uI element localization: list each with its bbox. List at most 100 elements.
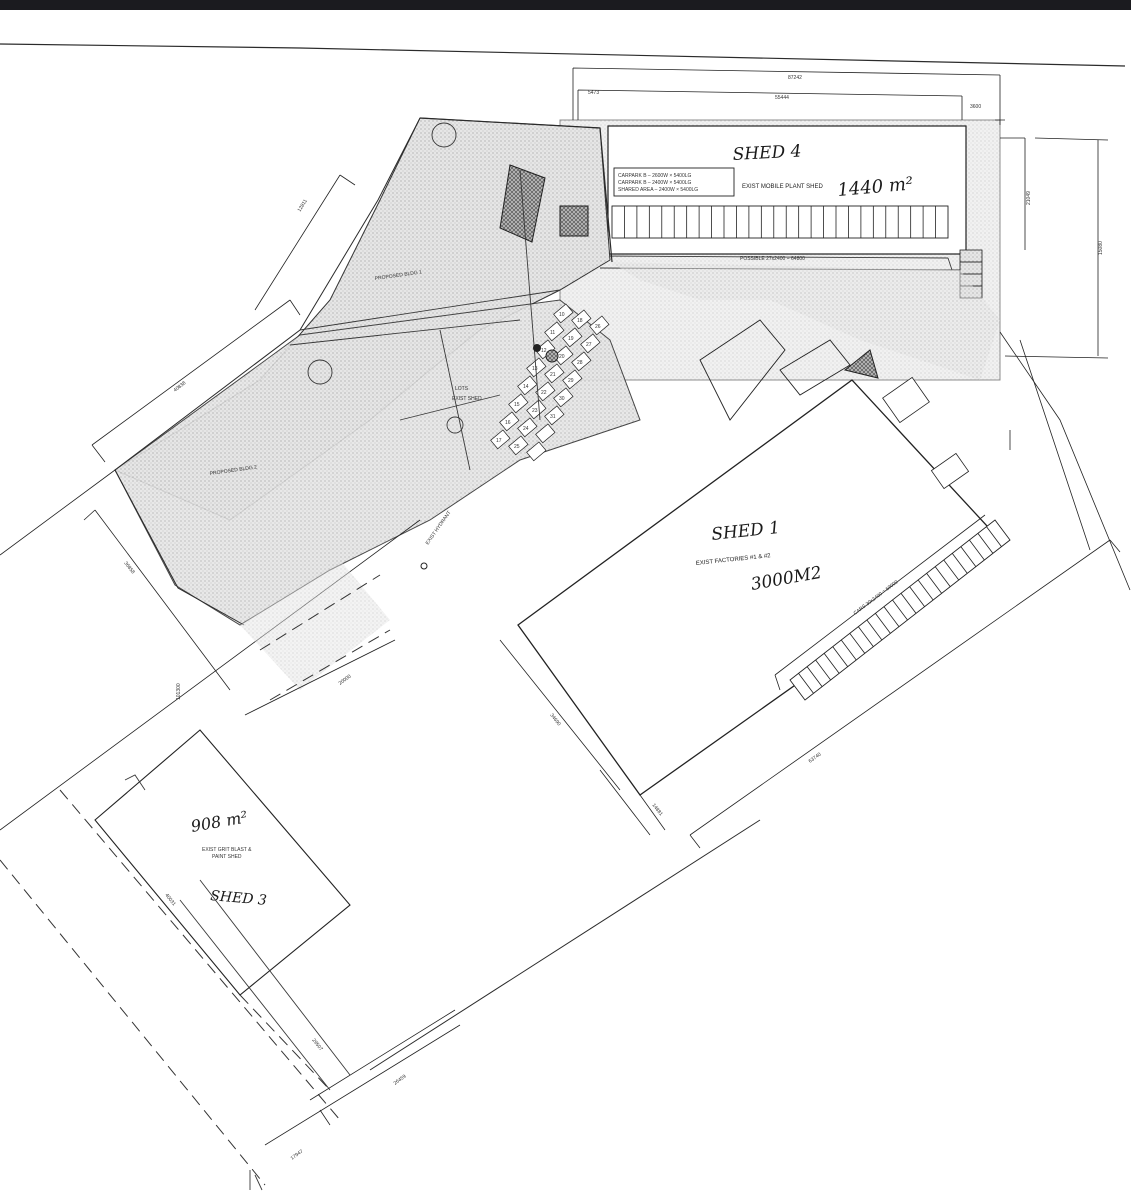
lift-hatch <box>559 205 589 237</box>
shed1-bay-divider <box>858 626 874 647</box>
centre-parking-bays: 1011121314151617181920212223242526272829… <box>490 303 610 462</box>
hydrant-marker-3 <box>420 562 428 570</box>
dim-shed1-length: 63740 <box>808 751 823 764</box>
dim-lower-left: 36858 <box>122 561 135 576</box>
turning-circle-2 <box>307 359 333 385</box>
parking-bay-number: 13 <box>532 366 538 372</box>
shed1-bay-divider <box>866 619 883 641</box>
hardstand-area <box>610 262 1000 380</box>
parking-bay <box>580 333 601 354</box>
dim-shed3-width: 29507 <box>310 1038 323 1053</box>
parking-bay <box>544 321 565 342</box>
parking-bay-number: 31 <box>550 414 556 420</box>
small-hatch-triangle <box>843 349 879 379</box>
parking-bay <box>517 417 538 438</box>
angled-structure-1 <box>699 319 786 421</box>
small-building-2 <box>930 452 970 490</box>
shed4-description: EXIST MOBILE PLANT SHED <box>742 184 823 190</box>
parking-bay-number: 27 <box>586 342 592 348</box>
dim-lower-mid: 20000 <box>338 673 353 686</box>
shed1-bay-divider <box>969 539 985 561</box>
shed1-carpark-bays <box>798 526 1002 694</box>
shed1-bay-divider <box>798 673 814 694</box>
parking-bay <box>562 369 583 390</box>
parking-row-label: POSSIBLE 27x2400 = 64800 <box>740 256 805 262</box>
top-black-bar <box>0 0 1131 10</box>
parking-bay-number: 30 <box>559 396 565 402</box>
dim-top-inner: 55444 <box>775 95 789 101</box>
dim-shed3-bottom: 26459 <box>393 1073 408 1086</box>
parking-bay-number: 10 <box>559 312 565 318</box>
shed1-bay-divider <box>840 639 857 661</box>
lots-detail: EXIST SHED <box>452 396 482 402</box>
parking-bay <box>553 387 574 408</box>
site-boundary-top <box>0 43 1126 67</box>
parking-bay <box>490 429 511 450</box>
parking-bay-number: 22 <box>541 390 547 396</box>
shed1-bay-divider <box>849 633 866 654</box>
parking-bay <box>571 309 592 330</box>
parking-bay <box>562 327 583 348</box>
shed1-bay-divider <box>917 579 934 601</box>
dim-block-left: 40838 <box>173 380 188 393</box>
carpark-legend-line-3: SHARED AREA – 2400W × 5400LG <box>618 187 698 193</box>
dim-block-width: 12811 <box>297 198 309 213</box>
parking-bay <box>499 411 520 432</box>
parking-bay-number: 23 <box>532 408 538 414</box>
dim-shed1-bottom: 14881 <box>650 803 663 818</box>
dim-left-long: 101300 <box>176 683 182 700</box>
shed1-bay-divider <box>900 593 917 614</box>
dim-top-right: 3600 <box>970 104 981 110</box>
shed1-bay-divider <box>951 553 968 574</box>
dim-bottom: 17947 <box>290 1148 305 1161</box>
parking-bay <box>526 441 547 462</box>
lower-hatch-strip <box>240 560 390 690</box>
angled-structure-2 <box>779 339 851 396</box>
parking-bay <box>553 303 574 324</box>
shed4-parking-row <box>611 205 949 239</box>
turning-circle-3 <box>446 416 464 434</box>
parking-bay-number: 19 <box>568 336 574 342</box>
parking-bay <box>526 357 547 378</box>
shed3-name-label: SHED 3 <box>210 888 268 909</box>
shed4-name-label: SHED 4 <box>732 141 802 165</box>
dim-top-overall: 87242 <box>788 75 802 81</box>
shed3-description-1: EXIST GRIT BLAST & <box>202 847 252 853</box>
carpark-legend-line-2: CARPARK B – 2400W × 5400LG <box>618 180 692 186</box>
parking-bay-number: 28 <box>577 360 583 366</box>
shed1-bay-divider <box>943 559 960 581</box>
shed3-description-2: PAINT SHED <box>212 854 242 860</box>
dim-right-height: 15080 <box>1098 241 1104 255</box>
small-building-1 <box>882 376 930 424</box>
parking-bay <box>535 423 556 444</box>
parking-bay-number: 11 <box>550 330 555 336</box>
shed3-outline <box>94 729 351 996</box>
turning-circle-1 <box>431 122 457 148</box>
proposed-building-2 <box>114 299 641 626</box>
parking-bay <box>571 351 592 372</box>
parking-bay-number: 21 <box>550 372 556 378</box>
parking-bay <box>544 405 565 426</box>
carpark-legend-line-1: CARPARK B – 2600W × 5400LG <box>618 173 692 179</box>
shed1-bay-divider <box>875 613 891 634</box>
hydrant-marker-1 <box>533 344 541 352</box>
shed1-bay-divider <box>977 533 994 554</box>
parking-bay-number: 24 <box>523 426 529 432</box>
parking-bay-number: 29 <box>568 378 574 384</box>
shed1-bay-divider <box>960 546 977 567</box>
lots-label: LOTS <box>455 386 469 392</box>
shed1-bay-divider <box>832 646 849 667</box>
hydrant-marker-2 <box>545 349 559 363</box>
parking-bay <box>544 363 565 384</box>
parking-bay-number: 16 <box>505 420 511 426</box>
shed1-bay-divider <box>883 606 900 627</box>
parking-bay-number: 17 <box>496 438 502 444</box>
shed1-bay-divider <box>892 599 908 621</box>
parking-bay-number: 26 <box>595 324 601 330</box>
parking-bay <box>508 393 529 414</box>
shed1-bay-divider <box>823 653 840 674</box>
parking-bay <box>508 435 529 456</box>
parking-bay-number: 25 <box>514 444 520 450</box>
shed1-bay-divider <box>986 526 1002 547</box>
